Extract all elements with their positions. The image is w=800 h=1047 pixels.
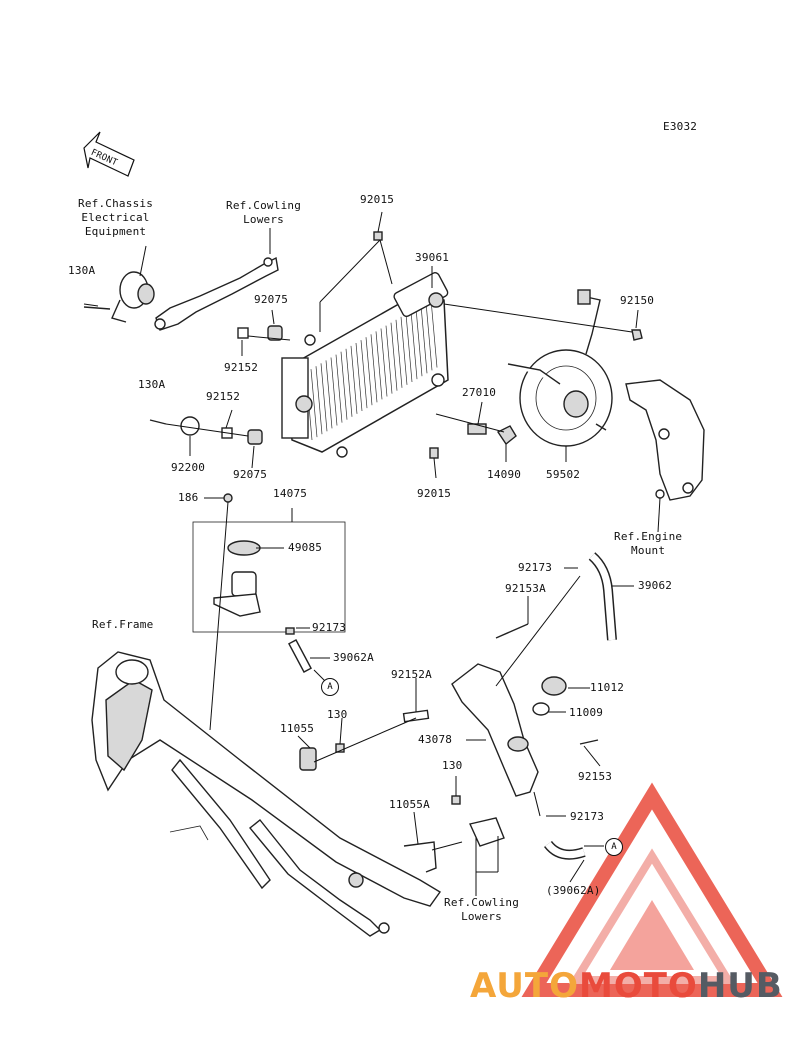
part-number: 92200 xyxy=(171,461,206,474)
watermark-part1: AUTO xyxy=(470,966,579,1006)
diagram-code: E3032 xyxy=(663,120,698,133)
radiator-icon xyxy=(281,272,449,458)
watermark-logo xyxy=(521,782,783,997)
part-number: 92153 xyxy=(578,770,613,783)
part-number: 11009 xyxy=(569,706,604,719)
part-number: 39061 xyxy=(415,251,450,264)
part-number: 92173 xyxy=(518,561,553,574)
part-number: 49085 xyxy=(288,541,323,554)
part-number: 92173 xyxy=(312,621,347,634)
ref-engine-mount: Ref.Engine Mount xyxy=(614,530,683,557)
lower-bracket-icon xyxy=(402,623,599,797)
part-number: 59502 xyxy=(546,468,581,481)
leader-lines xyxy=(83,211,661,896)
part-number: (39062A) xyxy=(546,884,601,897)
reservoir-tank-icon xyxy=(192,493,346,731)
part-number: 39062A xyxy=(333,651,374,664)
watermark-part2: MOTO xyxy=(578,966,698,1006)
part-number: 130A xyxy=(68,264,96,277)
part-number: 14090 xyxy=(487,468,522,481)
engine-mount-bracket-icon xyxy=(625,379,705,501)
horn-icon xyxy=(83,271,155,323)
cowling-bracket-icon xyxy=(154,256,279,331)
frame-icon xyxy=(91,651,505,937)
part-number: 27010 xyxy=(462,386,497,399)
part-number: 92153A xyxy=(505,582,546,595)
part-number: 130 xyxy=(327,708,348,721)
hose-icon xyxy=(544,552,617,860)
part-number: 11055A xyxy=(389,798,430,811)
watermark-text: AUTOMOTOHUB xyxy=(470,966,783,1006)
part-number: 39062 xyxy=(638,579,673,592)
part-number: 130A xyxy=(138,378,166,391)
part-number: 92015 xyxy=(360,193,395,206)
callout-a-top: A xyxy=(321,678,339,696)
part-number: 92150 xyxy=(620,294,655,307)
ref-cowling-lowers-top: Ref.Cowling Lowers xyxy=(226,199,302,226)
part-number: 92075 xyxy=(233,468,268,481)
part-number: 43078 xyxy=(418,733,453,746)
part-number: 92173 xyxy=(570,810,605,823)
part-number: 92015 xyxy=(417,487,452,500)
ref-frame: Ref.Frame xyxy=(92,618,154,631)
fan-assembly-icon xyxy=(507,289,613,447)
ref-chassis-electrical-equipment: Ref.Chassis Electrical Equipment xyxy=(78,197,154,238)
part-number: 11012 xyxy=(590,681,625,694)
part-number: 11055 xyxy=(280,722,315,735)
part-number: 92152 xyxy=(224,361,259,374)
ref-cowling-lowers-bottom: Ref.Cowling Lowers xyxy=(444,896,520,923)
front-arrow-icon xyxy=(83,131,135,177)
watermark-part3: HUB xyxy=(697,966,783,1006)
part-number: 14075 xyxy=(273,487,308,500)
part-number: 92152A xyxy=(391,668,432,681)
part-number: 186 xyxy=(178,491,199,504)
part-number: 92152 xyxy=(206,390,241,403)
callout-a-bottom: A xyxy=(605,838,623,856)
part-number: 92075 xyxy=(254,293,289,306)
part-number: 130 xyxy=(442,759,463,772)
